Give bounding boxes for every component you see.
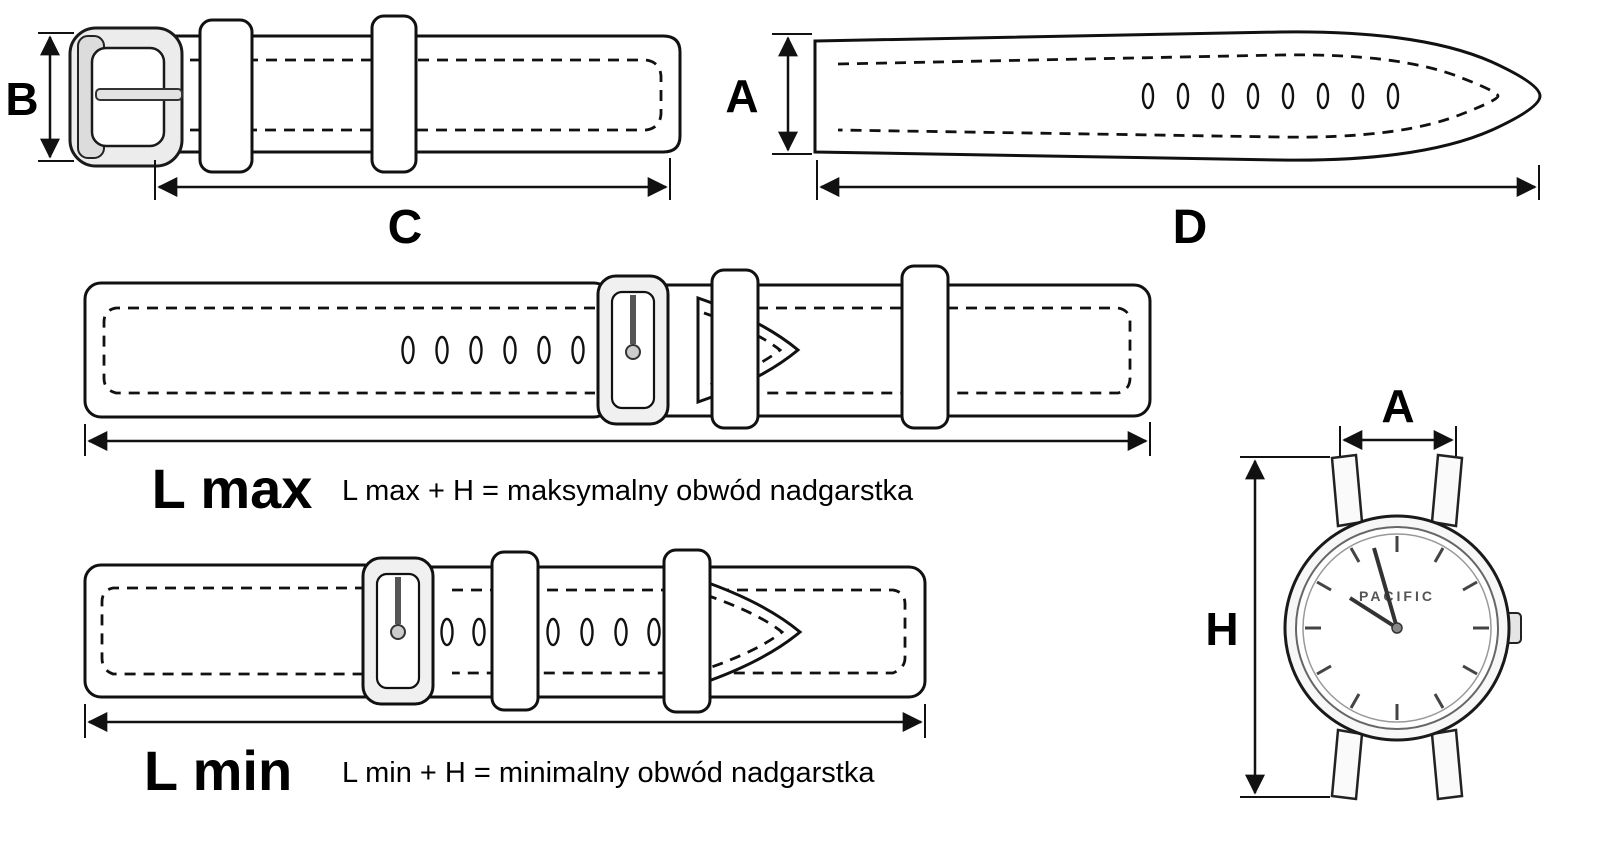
strap-hole [1351,82,1365,110]
dim-label-d: D [1173,201,1208,254]
strap-stitching [190,58,663,132]
strap-hole [1246,82,1260,110]
strap-holes [440,617,661,647]
keeper-loop [900,264,950,430]
keeper-loop [198,18,254,174]
hour-marker [1433,547,1445,563]
dim-label-a-strap: A [725,70,758,122]
dim-l-max: L max L max + H = maksymalny obwód nadga… [84,422,1151,520]
strap-hole [1386,82,1400,110]
strap-holes [401,335,585,365]
strap-buckle-piece-diagram: B C [5,14,682,254]
strap-stitching [837,53,1500,139]
keeper-loop [662,548,712,714]
strap-hole [1141,82,1155,110]
dim-label-l-min: L min [144,739,292,802]
strap-tail-piece-diagram: A D [725,30,1542,254]
strap-hole [401,335,415,365]
strap-hole [469,335,483,365]
dim-c: C [154,158,671,254]
hour-marker [1462,664,1478,676]
dim-label-l-max: L max [152,457,313,520]
strap-hole [614,617,628,647]
watch-minute-hand [1372,547,1399,629]
keeper-loop [490,550,540,712]
dim-label-a-watch: A [1381,380,1414,432]
buckle-prong [95,88,183,101]
strap-hole [503,335,517,365]
dim-a-strap: A [725,33,812,155]
strap-lmax-diagram: L max L max + H = maksymalny obwód nadga… [83,264,1152,520]
strap-body-left [83,563,383,699]
buckle-prong-knob [390,624,406,640]
strap-hole [435,335,449,365]
dim-label-b: B [5,73,38,125]
watch-lug [1330,453,1364,528]
hour-marker [1462,580,1478,592]
dim-label-c: C [388,201,423,254]
strap-hole [472,617,486,647]
keeper-loop [370,14,418,174]
strap-lmin-diagram: L min L min + H = minimalny obwód nadgar… [83,548,927,802]
strap-hole [537,335,551,365]
watch-lug [1330,728,1364,801]
hour-marker [1433,693,1445,709]
hour-marker [1349,693,1361,709]
strap-stitching [102,306,595,395]
strap-hole [580,617,594,647]
dim-l-min: L min L min + H = minimalny obwód nadgar… [84,704,926,802]
strap-stitching [700,306,1132,395]
watch-hand-pivot [1391,622,1403,634]
dim-label-h: H [1205,603,1238,655]
buckle-prong-knob [625,344,641,360]
strap-tip [698,577,803,687]
watch-lug [1430,453,1464,528]
formula-l-max: L max + H = maksymalny obwód nadgarstka [342,475,914,507]
watch-front-diagram: PACIFIC A H [1205,380,1522,801]
strap-body-left [83,281,612,419]
strap-stitching [100,586,366,676]
strap-hole [1176,82,1190,110]
hour-marker [1316,664,1332,676]
strap-hole [647,617,661,647]
strap-hole [546,617,560,647]
dim-d: D [816,160,1540,254]
dim-b: B [5,32,74,162]
strap-hole [571,335,585,365]
strap-holes [1141,82,1400,110]
strap-hole [1316,82,1330,110]
watch-lug [1430,728,1464,801]
strap-hole [440,617,454,647]
watch-brand-label: PACIFIC [1359,588,1435,604]
dim-h: H [1205,456,1330,798]
dim-a-watch: A [1339,380,1457,456]
watch-hour-hand [1348,596,1399,630]
hour-marker [1349,547,1361,563]
keeper-loop [710,268,760,430]
strap-tip-stitching [705,593,785,671]
strap-hole [1281,82,1295,110]
formula-l-min: L min + H = minimalny obwód nadgarstka [342,757,875,789]
strap-hole [1211,82,1225,110]
hour-marker [1316,580,1332,592]
strap-stitching [452,588,907,675]
watch-hour-markers [1305,536,1489,720]
